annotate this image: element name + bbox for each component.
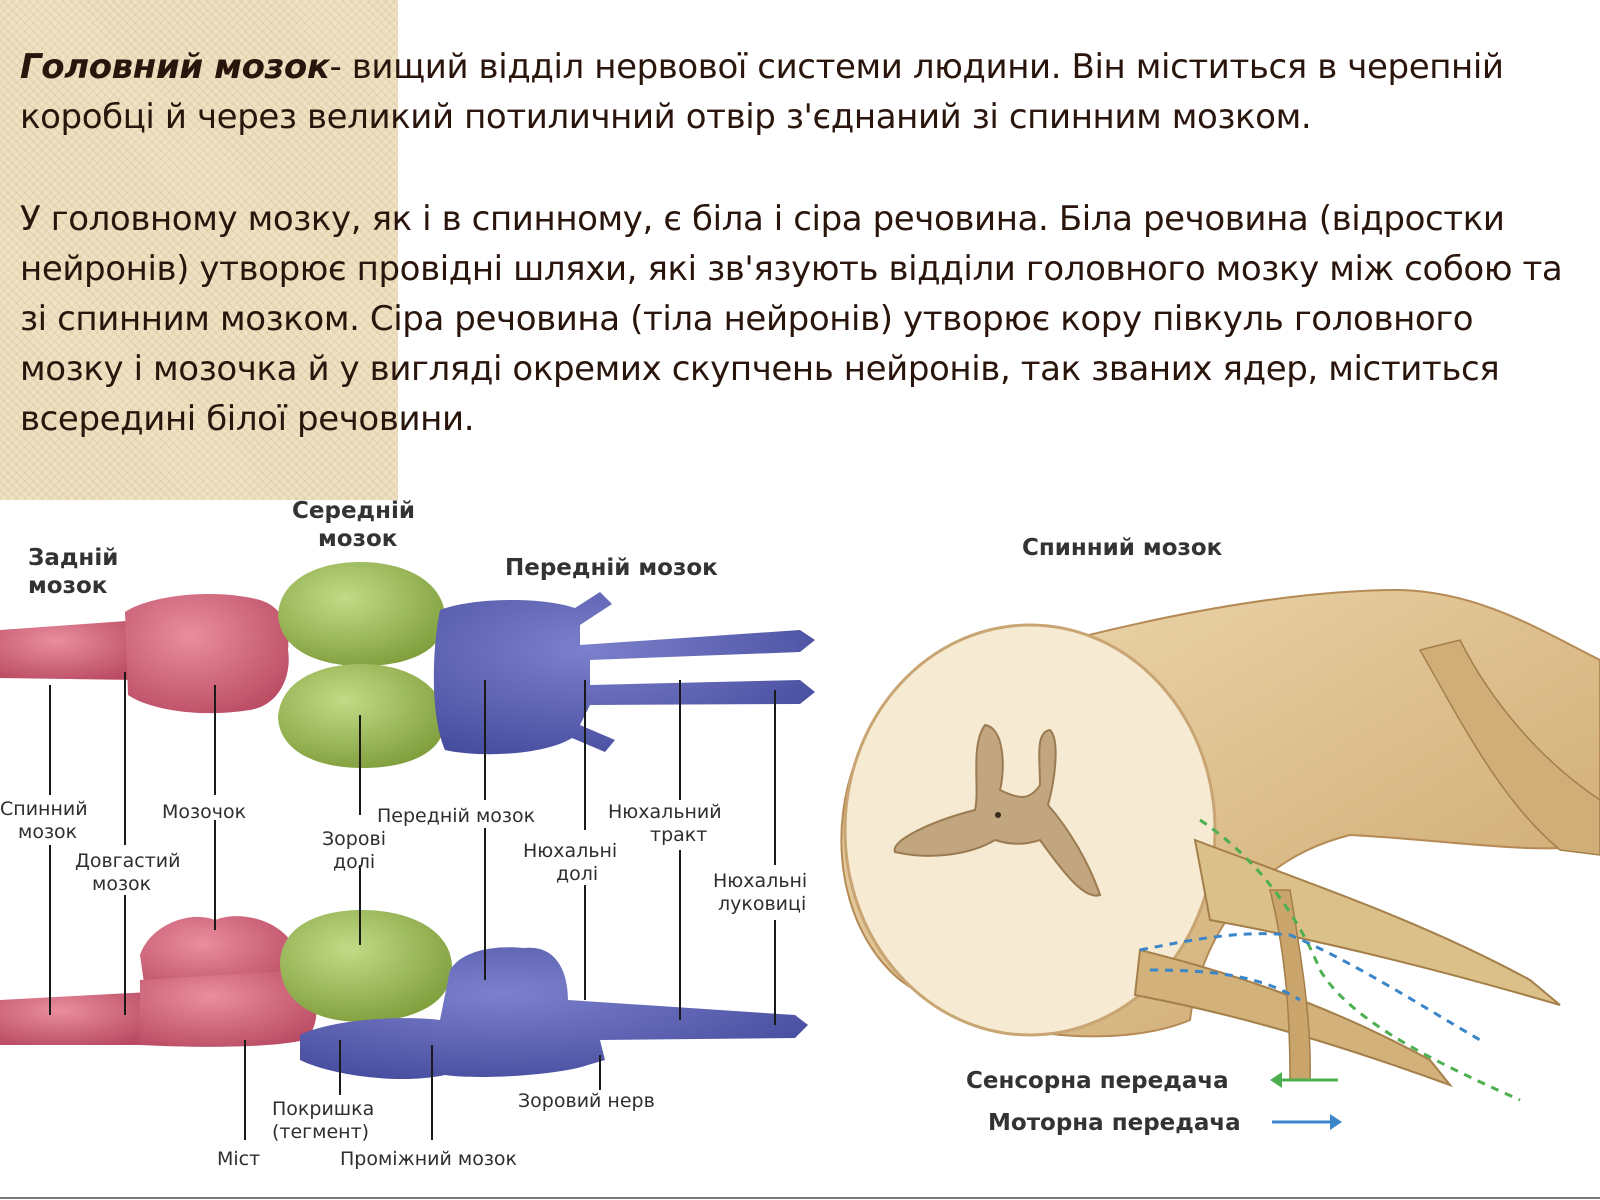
label-medulla-line1: Довгастий bbox=[75, 850, 181, 872]
diagrams-svg: Задній мозок Середній мозок Передній моз… bbox=[0, 500, 1600, 1199]
brain-top-labels: Задній мозок Середній мозок Передній моз… bbox=[28, 500, 718, 599]
lateral-medulla-pons bbox=[140, 970, 317, 1047]
figure-area: Задній мозок Середній мозок Передній моз… bbox=[0, 500, 1600, 1200]
brain-dorsal-view bbox=[0, 562, 815, 768]
label-diencephalon: Проміжний мозок bbox=[340, 1148, 517, 1170]
legend-motor-arrow-head bbox=[1330, 1114, 1342, 1130]
label-spinal-line1: Спинний bbox=[0, 798, 88, 820]
intro-text: - вищий відділ нервової системи людини. … bbox=[20, 47, 1504, 137]
dorsal-midbrain-lower-lobe bbox=[278, 664, 445, 768]
label-olfactory-tract-line1: Нюхальний bbox=[608, 801, 722, 823]
lateral-spinal-cord bbox=[0, 992, 150, 1045]
label-forebrain-top: Передній мозок bbox=[505, 555, 718, 581]
matter-paragraph: У головному мозку, як і в спинному, є бі… bbox=[20, 199, 1563, 439]
spinal-diagram-title: Спинний мозок bbox=[1022, 535, 1223, 561]
label-optic-lobes-line1: Зорові bbox=[322, 828, 386, 850]
dorsal-midbrain-upper-lobe bbox=[278, 562, 445, 666]
spinal-cord-diagram: Спинний мозок Сенсорна передача Моторна … bbox=[840, 535, 1600, 1136]
spinal-rib-ridge bbox=[1418, 639, 1600, 856]
label-olfactory-lobes-line1: Нюхальні bbox=[523, 840, 617, 862]
spinal-nerve-root-upper bbox=[1193, 838, 1561, 1006]
label-midbrain-line1: Середній bbox=[292, 500, 415, 524]
label-forebrain: Передній мозок bbox=[377, 805, 535, 827]
legend-sensory-label: Сенсорна передача bbox=[966, 1068, 1229, 1094]
intro-paragraph: Головний мозок- вищий відділ нервової си… bbox=[20, 42, 1580, 142]
slide-text: Головний мозок- вищий відділ нервової си… bbox=[20, 42, 1580, 444]
label-olfactory-lobes-line2: долі bbox=[556, 863, 598, 885]
label-pons: Міст bbox=[217, 1148, 260, 1170]
legend-motor-label: Моторна передача bbox=[988, 1110, 1241, 1136]
label-midbrain-line2: мозок bbox=[318, 526, 398, 552]
brain-bottom-labels: Покришка (тегмент) Зоровий нерв Міст Про… bbox=[217, 1090, 655, 1170]
central-canal bbox=[995, 812, 1001, 818]
label-cerebellum: Мозочок bbox=[162, 801, 246, 823]
legend-sensory-arrow-head bbox=[1270, 1072, 1282, 1088]
label-hindbrain-line2: мозок bbox=[28, 573, 108, 599]
spinal-legend: Сенсорна передача Моторна передача bbox=[966, 1068, 1342, 1136]
motor-path-dashes bbox=[1139, 932, 1481, 1042]
paper-texture-strip bbox=[0, 0, 398, 500]
dorsal-hindbrain bbox=[125, 593, 289, 714]
lateral-midbrain bbox=[280, 910, 452, 1022]
label-hindbrain-line1: Задній bbox=[28, 545, 118, 571]
label-olfactory-bulbs-line2: луковиці bbox=[718, 893, 806, 915]
brain-part-labels: Спинний мозок Мозочок Довгастий мозок Зо… bbox=[0, 798, 807, 915]
brain-lateral-view bbox=[0, 910, 808, 1080]
dorsal-spinal-cord bbox=[0, 620, 140, 680]
term-brain: Головний мозок bbox=[20, 47, 330, 87]
gray-matter-butterfly bbox=[893, 723, 1102, 897]
lateral-diencephalon bbox=[300, 947, 808, 1080]
label-tegmentum-line2: (тегмент) bbox=[272, 1121, 369, 1143]
dorsal-forebrain bbox=[433, 592, 815, 755]
brain-leader-lines bbox=[49, 672, 776, 1140]
label-spinal-line2: мозок bbox=[18, 821, 77, 843]
sensory-path-dashes bbox=[1199, 818, 1521, 1102]
label-optic-lobes-line2: долі bbox=[333, 851, 375, 873]
motor-path-dashes-2 bbox=[1149, 968, 1301, 1002]
label-olfactory-tract-line2: тракт bbox=[650, 824, 707, 846]
label-medulla-line2: мозок bbox=[92, 873, 151, 895]
label-olfactory-bulbs-line1: Нюхальні bbox=[713, 870, 807, 892]
label-optic-nerve: Зоровий нерв bbox=[518, 1090, 655, 1112]
label-tegmentum-line1: Покришка bbox=[272, 1098, 374, 1120]
